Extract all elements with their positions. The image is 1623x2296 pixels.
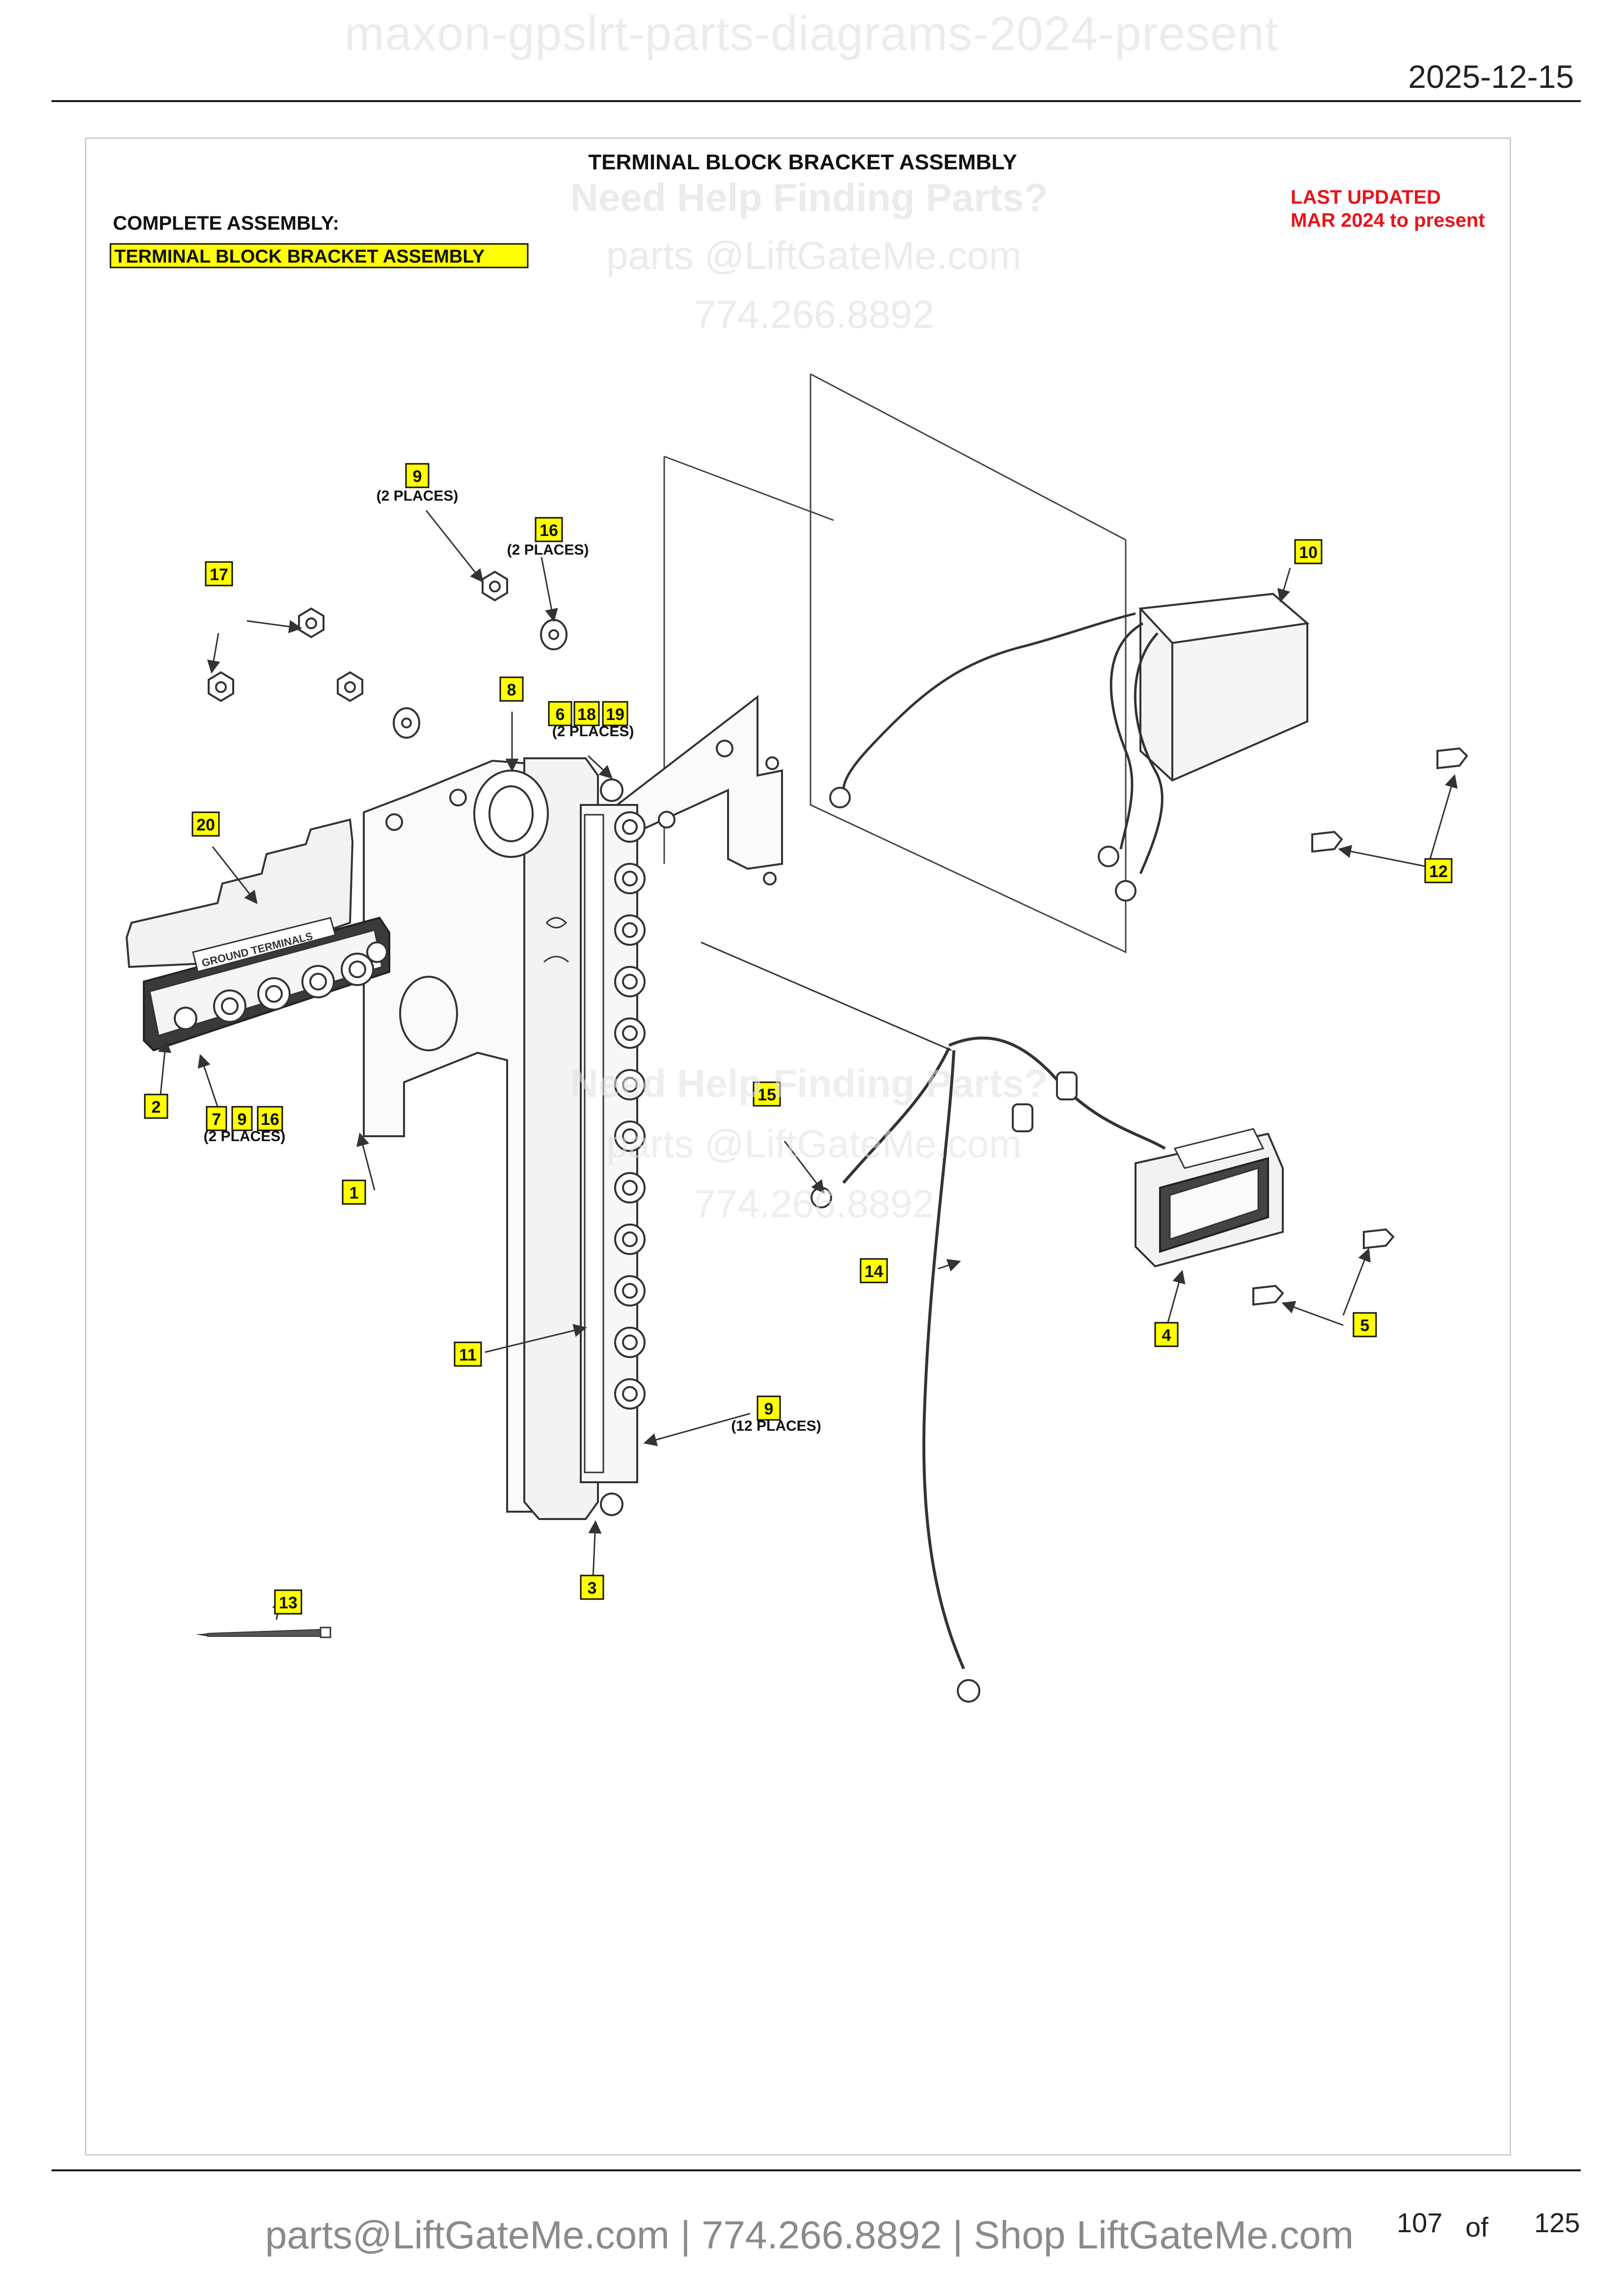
callout-8: 8 — [499, 676, 524, 702]
svg-text:9: 9 — [764, 1400, 774, 1418]
svg-text:5: 5 — [1360, 1316, 1370, 1335]
last-updated-label: LAST UPDATED — [1291, 187, 1441, 208]
callout-7: 7 — [206, 1106, 227, 1131]
header-rule — [52, 100, 1581, 102]
svg-text:11: 11 — [459, 1346, 477, 1364]
svg-text:3: 3 — [588, 1579, 597, 1598]
footer-rule — [52, 2169, 1581, 2171]
callout-15: 15 — [753, 1081, 781, 1107]
cable-tie-part-13 — [195, 1627, 331, 1638]
callout-10: 10 — [1294, 539, 1323, 564]
callout-5: 5 — [1352, 1312, 1377, 1337]
callout-17: 17 — [205, 561, 233, 587]
page-number: 107 — [1397, 2207, 1443, 2238]
svg-text:774.266.8892: 774.266.8892 — [694, 293, 934, 336]
callout-11: 11 — [454, 1341, 482, 1367]
help-watermark-middle: Need Help Finding Parts? parts @LiftGate… — [570, 1062, 1048, 1226]
svg-text:2: 2 — [152, 1098, 161, 1117]
svg-text:(12 PLACES): (12 PLACES) — [731, 1418, 821, 1434]
svg-text:14: 14 — [865, 1262, 883, 1281]
svg-text:18: 18 — [577, 705, 596, 724]
callout-19: 19 — [602, 701, 628, 726]
footer-contact: parts@LiftGateMe.com | 774.266.8892 | Sh… — [265, 2213, 1354, 2257]
svg-text:20: 20 — [196, 816, 215, 834]
relay-part-10 — [829, 592, 1310, 902]
svg-text:parts @LiftGateMe.com: parts @LiftGateMe.com — [606, 1122, 1022, 1166]
svg-text:1: 1 — [350, 1184, 359, 1202]
help-watermark-upper: Need Help Finding Parts? parts @LiftGate… — [570, 176, 1048, 336]
callout-2: 2 — [144, 1094, 168, 1119]
complete-assembly-label: COMPLETE ASSEMBLY: — [113, 213, 339, 234]
svg-text:774.266.8892: 774.266.8892 — [694, 1182, 934, 1226]
svg-text:4: 4 — [1162, 1326, 1171, 1345]
diagram-frame — [85, 137, 1511, 2156]
callout-6: 6 — [548, 701, 572, 726]
svg-text:10: 10 — [1299, 543, 1318, 562]
callout-9-top: 9 — [405, 463, 430, 488]
svg-text:12: 12 — [1429, 862, 1448, 881]
last-updated-range: MAR 2024 to present — [1291, 210, 1485, 231]
svg-text:9: 9 — [413, 467, 422, 486]
screws-part-5 — [1252, 1228, 1395, 1306]
svg-text:16: 16 — [261, 1110, 279, 1129]
explode-planes — [663, 373, 1127, 954]
svg-text:9: 9 — [238, 1110, 247, 1129]
svg-text:(2 PLACES): (2 PLACES) — [377, 488, 459, 504]
svg-text:8: 8 — [507, 681, 516, 699]
circuit-breaker-part-4 — [1135, 1128, 1284, 1268]
callout-12: 12 — [1424, 858, 1453, 883]
callout-16-top: 16 — [535, 517, 563, 542]
callouts: 1 2 3 4 5 6 18 19 7 9 16 8 9 9 10 11 12 … — [144, 463, 1453, 1615]
svg-text:7: 7 — [212, 1110, 221, 1129]
svg-text:16: 16 — [540, 521, 558, 540]
harness-part-14 — [701, 941, 1166, 1670]
ground-terminal-block-part-20: GROUND TERMINALS — [125, 818, 390, 1052]
callout-18: 18 — [573, 701, 600, 726]
callout-3: 3 — [580, 1575, 604, 1600]
svg-text:(2 PLACES): (2 PLACES) — [552, 723, 634, 740]
callout-1: 1 — [342, 1179, 366, 1205]
svg-text:(2 PLACES): (2 PLACES) — [204, 1128, 286, 1145]
hardware-nuts-washers — [208, 570, 568, 739]
complete-assembly-highlight — [109, 243, 529, 268]
svg-text:19: 19 — [606, 705, 624, 724]
top-watermark: maxon-gpslrt-parts-diagrams-2024-present — [344, 6, 1279, 60]
svg-text:13: 13 — [279, 1594, 298, 1612]
callout-13: 13 — [274, 1589, 302, 1615]
svg-text:parts @LiftGateMe.com: parts @LiftGateMe.com — [606, 234, 1022, 277]
parts-diagram: Need Help Finding Parts? parts @LiftGate… — [109, 150, 1485, 1703]
callout-9-strip: 9 — [757, 1395, 781, 1421]
callout-14: 14 — [860, 1258, 888, 1283]
callout-4: 4 — [1154, 1322, 1179, 1347]
place-notes: (2 PLACES) (2 PLACES) (2 PLACES) (2 PLAC… — [204, 488, 821, 1434]
total-pages: 125 — [1534, 2207, 1580, 2238]
callout-20: 20 — [191, 811, 220, 837]
svg-text:17: 17 — [210, 565, 228, 584]
callout-9-ground: 9 — [231, 1106, 253, 1131]
svg-text:Need Help Finding Parts?: Need Help Finding Parts? — [570, 176, 1048, 219]
terminal-strip-part-3 — [523, 757, 646, 1520]
svg-text:15: 15 — [757, 1086, 776, 1104]
page-of-label: of — [1465, 2212, 1488, 2243]
grommet-part-8 — [473, 770, 549, 858]
complete-assembly-name: TERMINAL BLOCK BRACKET ASSEMBLY — [114, 246, 485, 267]
diagram-title: TERMINAL BLOCK BRACKET ASSEMBLY — [588, 150, 1017, 174]
svg-text:(2 PLACES): (2 PLACES) — [507, 542, 589, 558]
svg-text:6: 6 — [556, 705, 565, 724]
print-date: 2025-12-15 — [1408, 58, 1574, 95]
svg-text:Need Help Finding Parts?: Need Help Finding Parts? — [570, 1062, 1048, 1105]
callout-16-ground: 16 — [257, 1106, 283, 1131]
screws-part-12 — [1311, 747, 1468, 853]
